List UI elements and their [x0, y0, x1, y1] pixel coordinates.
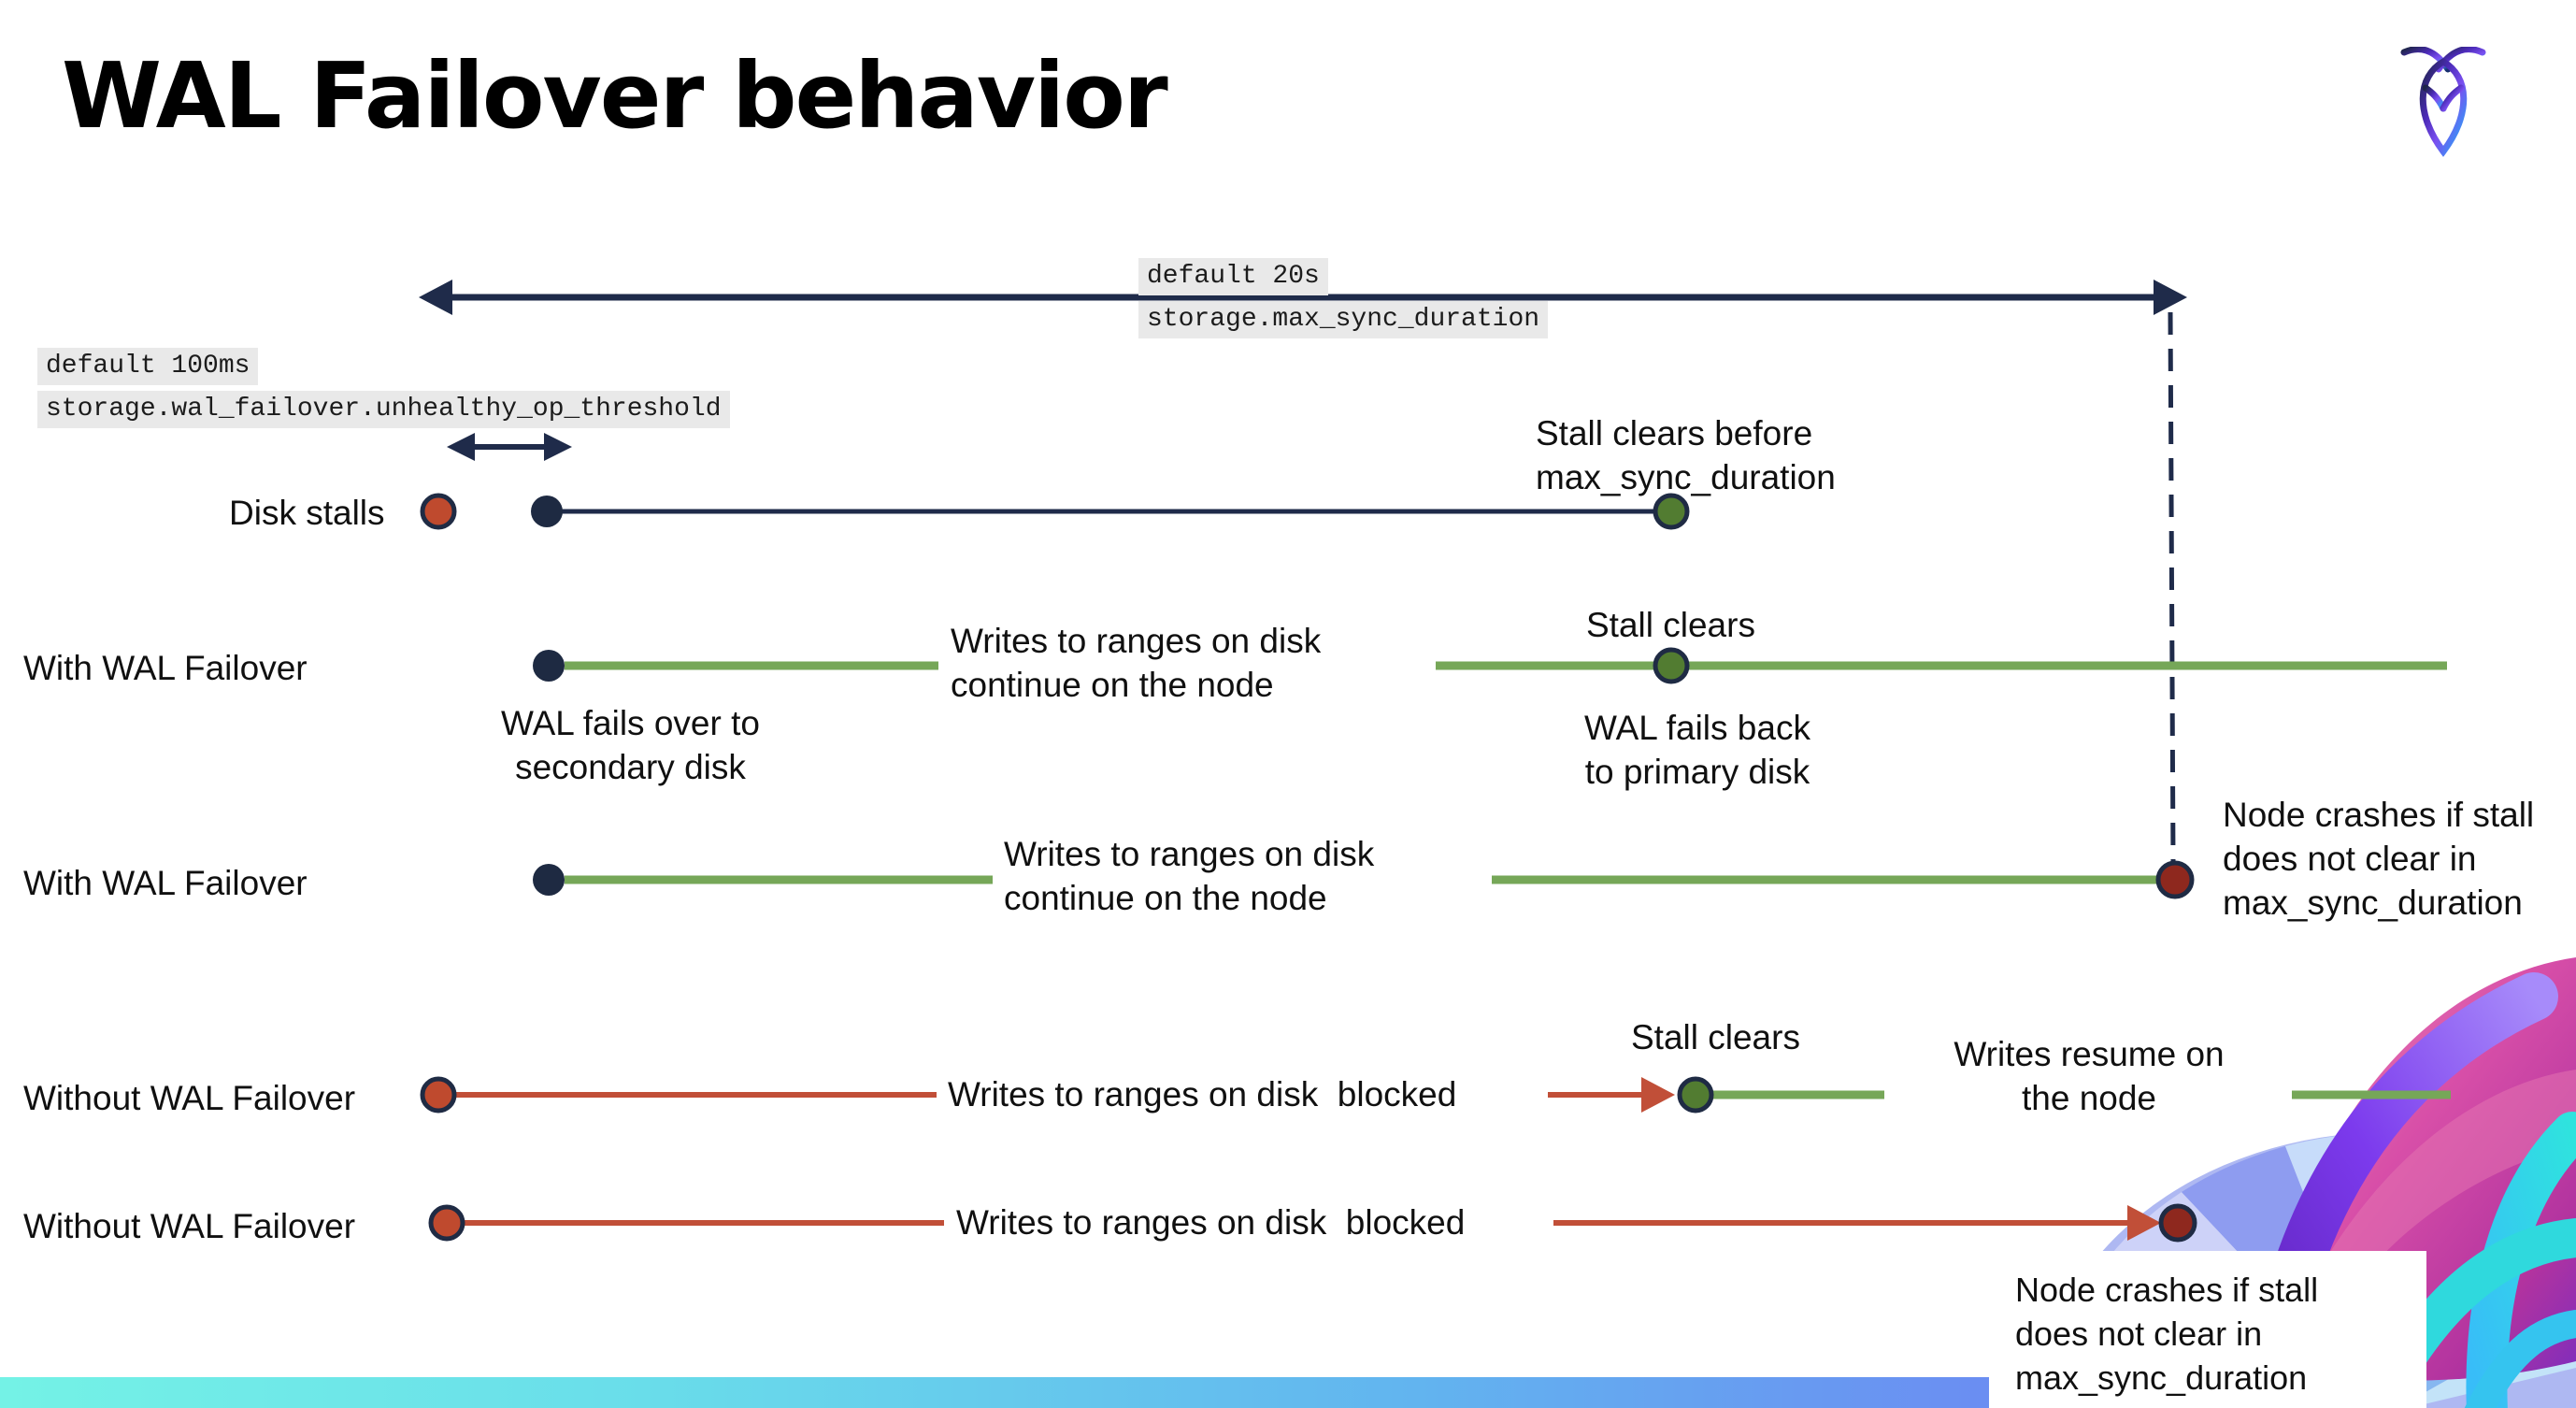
config-setting-name: storage.max_sync_duration [1138, 301, 1549, 338]
failover-threshold-dot [531, 496, 563, 527]
stall-clear-dot [1677, 1076, 1714, 1113]
annotation-wal-fails-over: WAL fails over to secondary disk [501, 704, 760, 786]
timeline-with-wal-failover-1 [533, 647, 2447, 684]
config-setting-name: storage.wal_failover.unhealthy_op_thresh… [37, 391, 730, 428]
annotation-writes-continue-row3: Writes to ranges on disk continue on the… [1004, 835, 1375, 917]
timeline-without-wal-failover-2 [428, 1203, 2197, 1243]
row-label-without-wal-failover-2: Without WAL Failover [23, 1207, 356, 1245]
annotation-wal-fails-back: WAL fails back to primary disk [1584, 709, 1810, 791]
cockroachdb-logo-icon [2400, 47, 2486, 157]
annotation-node-crashes-row3: Node crashes if stall does not clear in … [2223, 796, 2535, 922]
timeline-disk-stalls [420, 493, 1690, 530]
annotation-node-crashes-row5: Node crashes if stall does not clear in … [2015, 1271, 2319, 1397]
failover-dot [533, 650, 565, 682]
max-sync-duration-arrow [419, 280, 2187, 315]
node-crash-dot [2158, 1203, 2197, 1243]
timeline-without-wal-failover-1 [420, 1076, 2451, 1113]
node-crash-dot [2155, 860, 2195, 899]
annotation-writes-blocked-row4: Writes to ranges on disk blocked [948, 1075, 1457, 1113]
annotation-stall-clears-before: Stall clears before max_sync_duration [1536, 414, 1836, 496]
stall-start-dot [420, 493, 457, 530]
unhealthy-op-threshold-arrow [447, 433, 572, 461]
timeline-with-wal-failover-2 [533, 860, 2195, 899]
config-default-value: default 20s [1138, 258, 1328, 295]
config-default-value: default 100ms [37, 348, 259, 385]
stall-start-dot [420, 1076, 457, 1113]
stall-clear-dot [1653, 493, 1690, 530]
row-label-disk-stalls: Disk stalls [229, 494, 385, 532]
annotation-stall-clears-row4: Stall clears [1631, 1018, 1800, 1056]
unhealthy-op-threshold-label: default 100ms storage.wal_failover.unhea… [37, 348, 730, 428]
failover-dot [533, 864, 565, 896]
stall-start-dot [428, 1204, 465, 1242]
stall-clear-dot [1653, 647, 1690, 684]
row-label-with-wal-failover-1: With WAL Failover [23, 649, 308, 687]
annotation-writes-continue-row2: Writes to ranges on disk continue on the… [951, 622, 1322, 704]
max-sync-deadline-dashed-line [2168, 311, 2176, 863]
annotation-writes-resume: Writes resume on the node [1953, 1035, 2225, 1117]
row-label-without-wal-failover-1: Without WAL Failover [23, 1079, 356, 1117]
annotation-stall-clears-row2: Stall clears [1586, 606, 1755, 644]
annotation-node-crashes-row5-box: Node crashes if stall does not clear in … [1989, 1251, 2426, 1408]
annotation-writes-blocked-row5: Writes to ranges on disk blocked [956, 1203, 1466, 1242]
row-label-with-wal-failover-2: With WAL Failover [23, 864, 308, 902]
max-sync-duration-label: default 20s storage.max_sync_duration [1138, 258, 1549, 338]
page-title: WAL Failover behavior [62, 43, 1168, 149]
